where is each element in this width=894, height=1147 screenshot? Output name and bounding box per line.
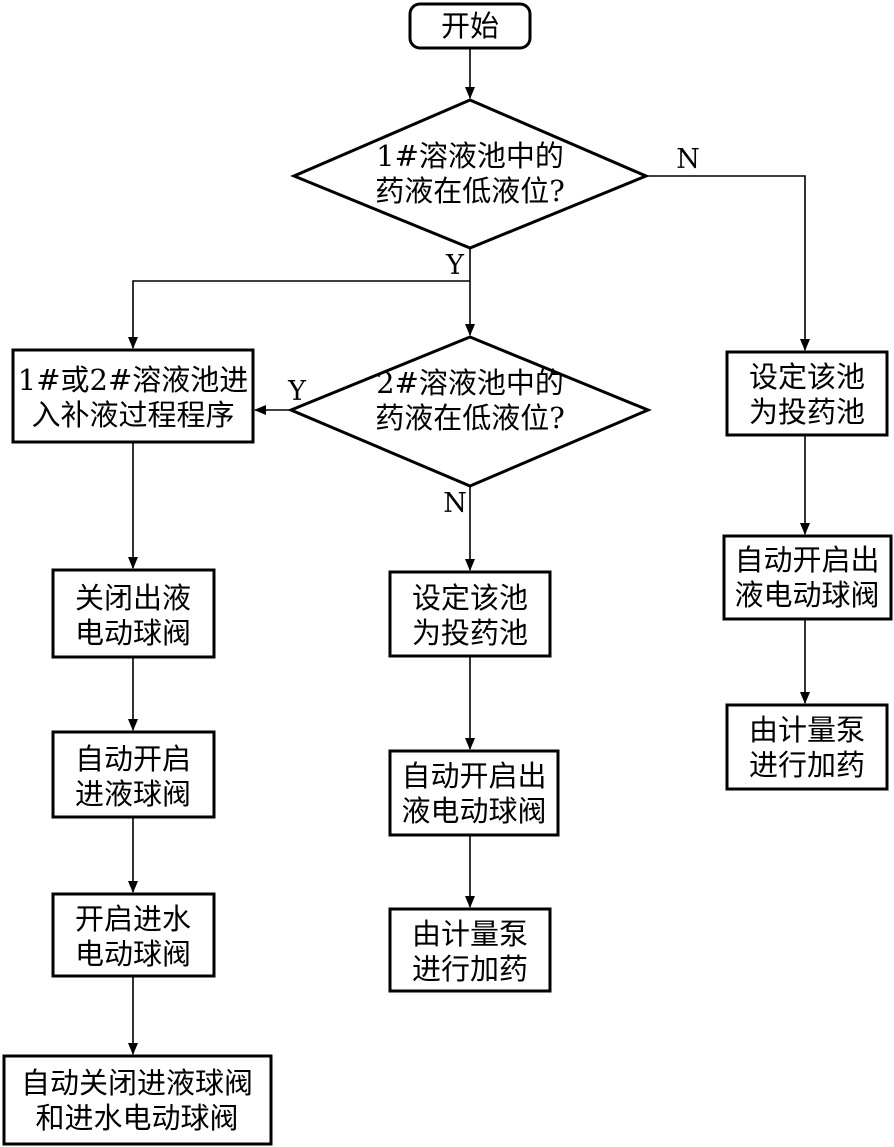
decision2-no-label: N xyxy=(443,488,467,519)
start-label: 开始 xyxy=(441,9,499,43)
refill-process-box: 1#或2#溶液池进 入补液过程程序 xyxy=(11,348,255,444)
refill-line2: 入补液过程程序 xyxy=(31,398,234,432)
decision-2-line1: 2#溶液池中的 xyxy=(376,366,564,400)
open-water-valve-box: 开启进水 电动球阀 xyxy=(51,892,216,978)
arrow-decision1-no xyxy=(646,175,810,351)
open-water-line2: 电动球阀 xyxy=(75,937,191,971)
close-outlet-valve-box: 关闭出液 电动球阀 xyxy=(51,568,216,659)
middle-set-dosing-pool-box: 设定该池 为投药池 xyxy=(388,570,552,658)
refill-line1: 1#或2#溶液池进 xyxy=(18,363,249,397)
start-node: 开始 xyxy=(408,2,532,50)
decision1-yes-label: Y xyxy=(445,250,465,281)
middle-set-line2: 为投药池 xyxy=(412,616,528,650)
right-open-outlet-line2: 液电动球阀 xyxy=(734,578,879,612)
right-set-dosing-pool-box: 设定该池 为投药池 xyxy=(725,350,889,437)
right-metering-pump-box: 由计量泵 进行加药 xyxy=(725,703,889,791)
right-open-outlet-line1: 自动开启出 xyxy=(734,543,879,577)
middle-dosing-line1: 由计量泵 xyxy=(412,917,528,951)
arrow-split-to-refill xyxy=(128,280,470,349)
decision-1-line1: 1#溶液池中的 xyxy=(376,139,564,173)
close-outlet-line2: 电动球阀 xyxy=(75,616,191,650)
middle-open-outlet-line2: 液电动球阀 xyxy=(401,794,546,828)
decision-1-line2: 药液在低液位? xyxy=(375,174,565,208)
close-all-valves-box: 自动关闭进液球阀 和进水电动球阀 xyxy=(2,1054,273,1146)
middle-dosing-line2: 进行加药 xyxy=(412,952,528,986)
decision1-no-label: N xyxy=(676,144,700,175)
right-dosing-line2: 进行加药 xyxy=(749,748,865,782)
decision-2: 2#溶液池中的 药液在低液位? xyxy=(287,335,652,488)
decision-1: 1#溶液池中的 药液在低液位? xyxy=(290,98,650,250)
decision2-yes-label: Y xyxy=(287,376,307,407)
open-inlet-line2: 进液球阀 xyxy=(75,777,191,811)
middle-set-line1: 设定该池 xyxy=(412,581,528,615)
right-set-line1: 设定该池 xyxy=(749,360,865,394)
middle-open-outlet-valve-box: 自动开启出 液电动球阀 xyxy=(388,749,560,837)
right-open-outlet-valve-box: 自动开启出 液电动球阀 xyxy=(722,534,893,621)
connectors xyxy=(128,49,810,1055)
middle-metering-pump-box: 由计量泵 进行加药 xyxy=(388,907,552,993)
open-inlet-valve-box: 自动开启 进液球阀 xyxy=(51,730,216,819)
open-water-line1: 开启进水 xyxy=(75,902,191,936)
open-inlet-line1: 自动开启 xyxy=(75,742,191,776)
right-dosing-line1: 由计量泵 xyxy=(749,713,865,747)
middle-open-outlet-line1: 自动开启出 xyxy=(401,759,546,793)
decision-2-line2: 药液在低液位? xyxy=(375,401,565,435)
close-outlet-line1: 关闭出液 xyxy=(75,581,191,615)
close-all-line1: 自动关闭进液球阀 xyxy=(21,1066,253,1100)
right-set-line2: 为投药池 xyxy=(749,395,865,429)
close-all-line2: 和进水电动球阀 xyxy=(35,1101,238,1135)
